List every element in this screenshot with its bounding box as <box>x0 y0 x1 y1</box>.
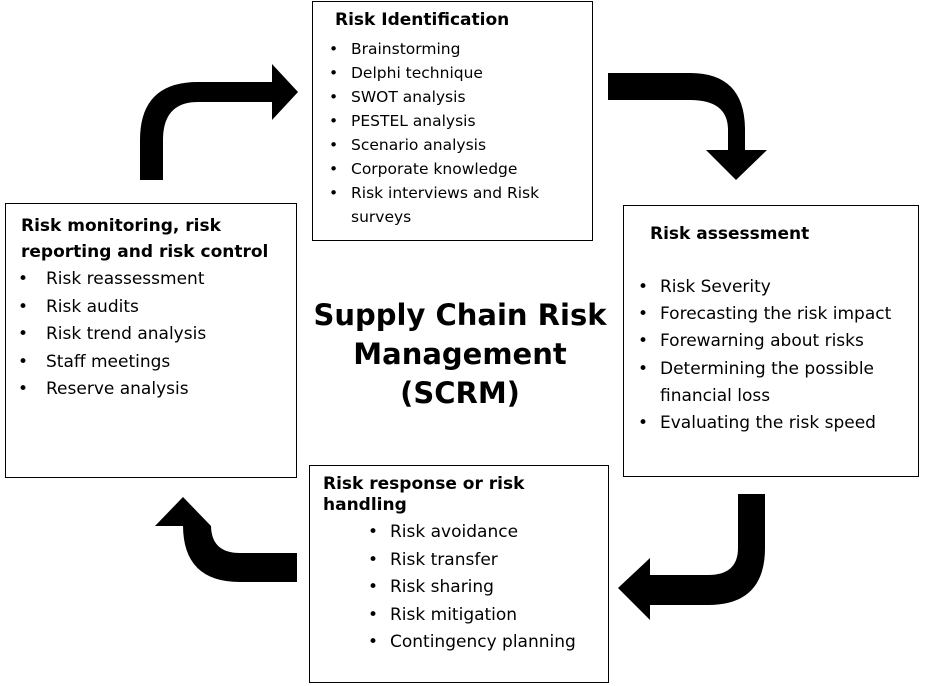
list-item: Contingency planning <box>360 629 576 657</box>
list-item: Risk reassessment <box>6 266 206 294</box>
list-item: PESTEL analysis <box>321 109 541 133</box>
arrow-response-to-monitoring <box>155 497 297 582</box>
risk-identification-box: Risk Identification Brainstorming Delphi… <box>312 1 593 241</box>
risk-identification-list: Brainstorming Delphi technique SWOT anal… <box>321 37 541 229</box>
risk-assessment-box: Risk assessment Risk Severity Forecastin… <box>623 205 919 477</box>
list-item: Forewarning about risks <box>630 328 900 355</box>
list-item: Risk transfer <box>360 547 576 575</box>
risk-assessment-list: Risk Severity Forecasting the risk impac… <box>630 274 900 437</box>
risk-response-box: Risk response or risk handling Risk avoi… <box>309 465 609 683</box>
list-item: SWOT analysis <box>321 85 541 109</box>
risk-monitoring-title: Risk monitoring, risk reporting and risk… <box>21 216 269 262</box>
list-item: Reserve analysis <box>6 376 206 404</box>
list-item: Risk avoidance <box>360 519 576 547</box>
arrow-identification-to-assessment <box>608 73 767 180</box>
list-item: Risk sharing <box>360 574 576 602</box>
risk-monitoring-box: Risk monitoring, risk reporting and risk… <box>5 203 297 478</box>
list-item: Evaluating the risk speed <box>630 410 900 437</box>
arrow-assessment-to-response <box>618 494 765 620</box>
diagram-title-line-1: Supply Chain Risk <box>313 298 607 332</box>
risk-monitoring-list: Risk reassessment Risk audits Risk trend… <box>6 266 206 404</box>
arrow-monitoring-to-identification <box>140 64 298 180</box>
list-item: Risk audits <box>6 294 206 322</box>
list-item: Risk mitigation <box>360 602 576 630</box>
risk-assessment-title: Risk assessment <box>650 224 810 244</box>
diagram-title-line-2: Management (SCRM) <box>353 337 567 410</box>
list-item: Staff meetings <box>6 349 206 377</box>
list-item: Scenario analysis <box>321 133 541 157</box>
list-item: Risk Severity <box>630 274 900 301</box>
list-item: Brainstorming <box>321 37 541 61</box>
diagram-title: Supply Chain Risk Management (SCRM) <box>300 296 620 413</box>
risk-identification-title: Risk Identification <box>335 10 510 30</box>
list-item: Risk trend analysis <box>6 321 206 349</box>
list-item: Delphi technique <box>321 61 541 85</box>
list-item: Risk interviews and Risk surveys <box>321 181 541 229</box>
list-item: Corporate knowledge <box>321 157 541 181</box>
risk-response-title: Risk response or risk handling <box>323 474 525 515</box>
list-item: Determining the possible financial loss <box>630 356 900 410</box>
risk-response-list: Risk avoidance Risk transfer Risk sharin… <box>360 519 576 657</box>
list-item: Forecasting the risk impact <box>630 301 900 328</box>
